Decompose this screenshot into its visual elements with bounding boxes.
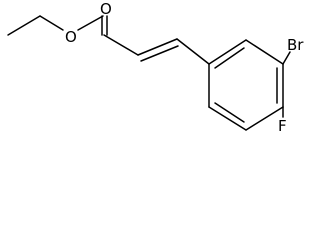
bond-o-carbonyl-carbon	[77, 15, 104, 31]
ring-inner-bond-3	[214, 102, 245, 123]
atom-oxygen-ester: O	[65, 28, 77, 46]
bond-ring-bromine	[282, 51, 291, 65]
ring-bond-4	[245, 106, 284, 131]
chemical-structure-diagram: O O Br F	[7, 0, 304, 135]
atom-oxygen-carbonyl: O	[100, 0, 112, 18]
ring-bond-2	[245, 39, 284, 65]
bond-alkene-double-a	[137, 38, 178, 56]
bond-alkene-ring	[176, 38, 210, 65]
structure-canvas: O O Br F	[7, 0, 304, 135]
ring-inner-bond-1	[214, 47, 245, 69]
bond-alkene-double-b	[140, 45, 179, 62]
bond-ethyl-ch3-ch2	[7, 15, 41, 36]
atom-bromine: Br	[287, 36, 304, 54]
atom-fluorine: F	[278, 117, 287, 135]
bond-carbonyl-alkene	[103, 34, 139, 56]
bond-ethyl-ch2-o	[39, 15, 64, 31]
ring-bond-1	[208, 39, 247, 65]
ring-bond-5	[208, 106, 247, 131]
